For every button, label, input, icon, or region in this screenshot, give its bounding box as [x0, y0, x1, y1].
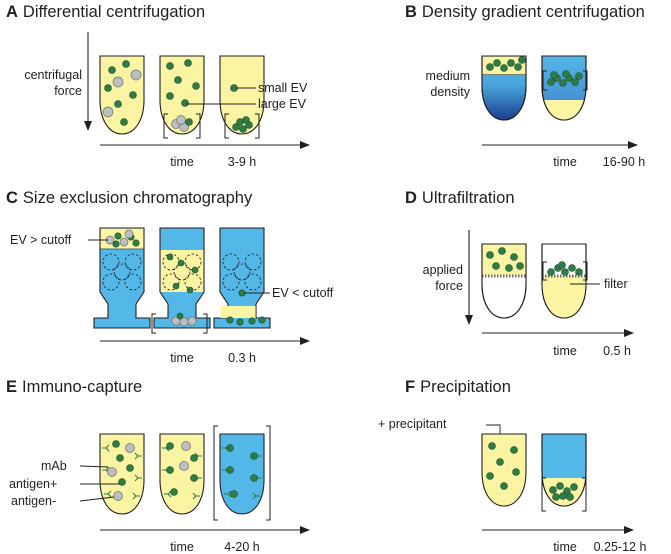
antigen-neg-label: antigen-	[11, 494, 56, 508]
duration-label: 0.5 h	[603, 344, 631, 358]
bracket-f2-left	[541, 477, 546, 512]
time-axis-arrow-icon	[624, 526, 634, 534]
tube-f1-particles	[486, 442, 520, 490]
tube-a2	[159, 55, 205, 135]
mab-label: mAb	[41, 459, 67, 473]
force-label-line2: force	[435, 279, 463, 293]
antigen-neg-leader	[79, 496, 115, 502]
duration-label: 0.25-12 h	[594, 540, 647, 554]
large-ev-label: large EV	[258, 97, 307, 111]
tube-a3-particles	[230, 84, 253, 133]
bracket-a2-right	[196, 113, 201, 139]
bracket-f2-right	[582, 477, 587, 512]
medium-density-label: medium	[426, 69, 470, 83]
duration-label: 3-9 h	[228, 155, 257, 169]
force-axis-arrow-icon	[84, 121, 92, 131]
column-c2-particles	[166, 253, 199, 327]
mab-leader	[79, 465, 109, 468]
time-axis-arrow-icon	[628, 141, 638, 149]
tube-e1	[99, 433, 145, 515]
column-c3	[213, 227, 271, 329]
column-c3-particles	[226, 289, 266, 326]
bracket-c2-left	[151, 313, 156, 334]
bracket-d2-right	[583, 261, 588, 281]
tube-b2-particles	[547, 70, 583, 87]
bracket-b2-right	[583, 70, 588, 91]
force-label: centrifugal	[24, 68, 82, 82]
bracket-a3-right	[255, 113, 260, 139]
ev-gt-cutoff-label: EV > cutoff	[10, 233, 72, 247]
medium-density-label-line2: density	[430, 85, 470, 99]
bracket-e3-right	[266, 425, 271, 521]
tube-d2-filtrate	[542, 276, 586, 318]
antigen-pos-label: antigen+	[9, 477, 57, 491]
filter-label: filter	[604, 277, 628, 291]
tube-b1-particles	[486, 56, 526, 72]
tube-a2-particles	[166, 59, 200, 132]
time-label: time	[553, 344, 577, 358]
bracket-c2-right	[203, 313, 208, 334]
column-c3-eluate	[220, 306, 256, 318]
column-c1-particles	[105, 229, 140, 248]
bracket-b2-left	[542, 70, 547, 91]
time-label: time	[553, 155, 577, 169]
time-label: time	[170, 351, 194, 365]
time-axis-arrow-icon	[300, 141, 310, 149]
force-label-line2: force	[54, 84, 82, 98]
tube-e1-particles	[107, 440, 135, 501]
bracket-a2-left	[163, 113, 168, 139]
bracket-d2-left	[542, 261, 547, 281]
time-axis-arrow-icon	[300, 337, 310, 345]
force-axis-arrow-icon	[465, 315, 473, 325]
tube-b2-bottom-layer	[542, 100, 586, 120]
column-c3-beads	[222, 253, 262, 291]
duration-label: 16-90 h	[603, 155, 645, 169]
tube-f2-particles	[549, 482, 578, 501]
duration-label: 0.3 h	[228, 351, 256, 365]
time-label: time	[553, 540, 577, 554]
tube-a3	[219, 55, 265, 135]
force-label: applied	[423, 263, 463, 277]
duration-label: 4-20 h	[224, 540, 259, 554]
column-c1	[93, 227, 151, 329]
time-axis-arrow-icon	[300, 526, 310, 534]
tube-e3	[219, 433, 265, 515]
precipitant-label: + precipitant	[378, 417, 447, 431]
time-axis-arrow-icon	[624, 329, 634, 337]
tube-e2-particles	[166, 441, 198, 496]
column-c1-beads	[102, 253, 142, 291]
tube-d1-particles	[486, 247, 524, 272]
tube-e3-particles	[226, 444, 258, 498]
ev-lt-cutoff-label: EV < cutoff	[272, 286, 334, 300]
time-label: time	[170, 155, 194, 169]
small-ev-label: small EV	[258, 81, 308, 95]
time-label: time	[170, 540, 194, 554]
tube-d2-particles	[547, 261, 583, 276]
bracket-e3-left	[213, 425, 218, 521]
tube-a1-particles	[102, 60, 142, 126]
bracket-a3-left	[224, 113, 229, 139]
